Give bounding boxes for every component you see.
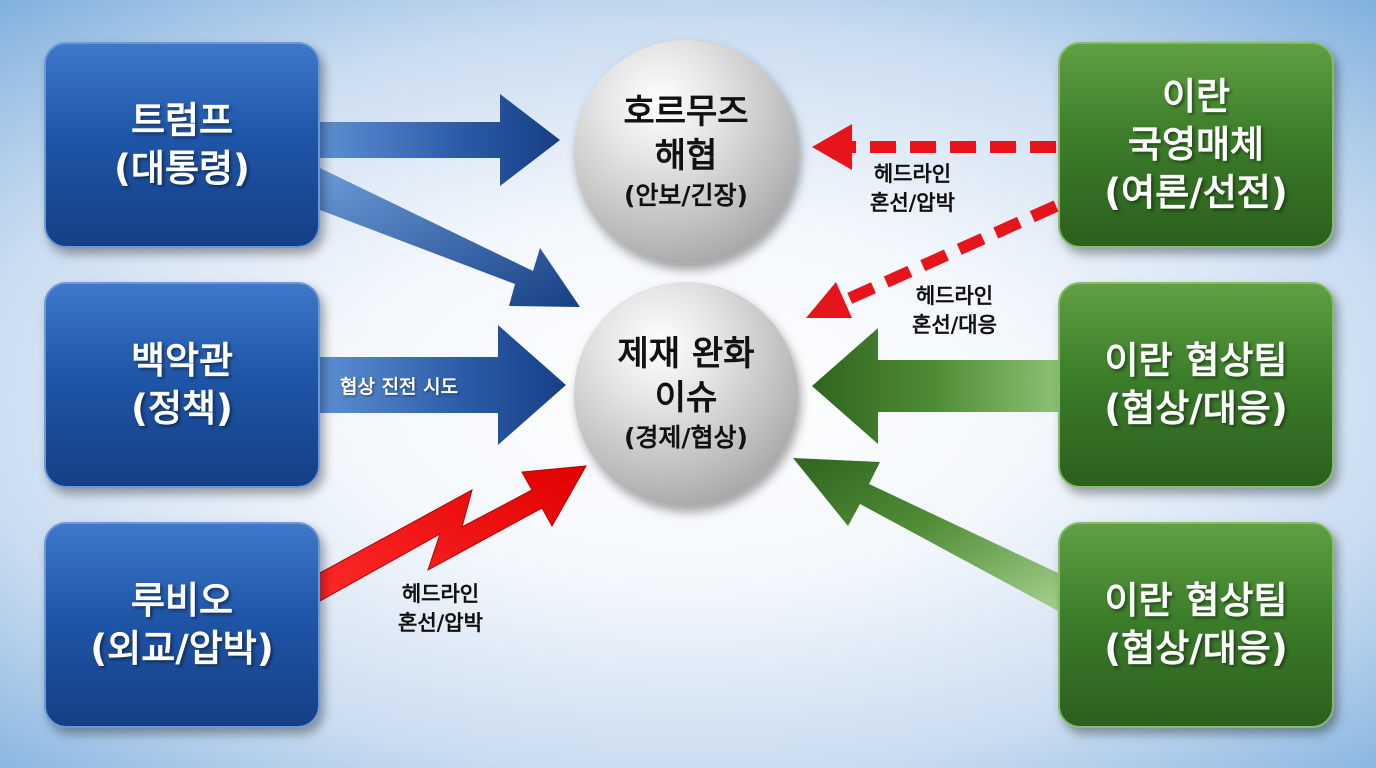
node-iran-state-media-line1: 이란: [1161, 75, 1231, 118]
arrow-iranteam-to-sanctions: [812, 328, 1058, 444]
node-iran-negotiation-team-2: 이란 협상팀 (협상/대응): [1058, 522, 1334, 728]
node-rubio: 루비오 (외교/압박): [44, 522, 320, 728]
hub-hormuz-title-2: 해협: [654, 136, 718, 176]
node-whitehouse-role: (정책): [131, 387, 233, 430]
node-rubio-role: (외교/압박): [90, 627, 274, 670]
node-trump: 트럼프 (대통령): [44, 42, 320, 248]
arrow-media-to-hormuz-head: [812, 124, 852, 170]
hub-hormuz-sub: (안보/긴장): [624, 181, 748, 210]
edge-label-rubio-to-sanctions-line2: 혼선/압박: [398, 611, 483, 635]
arrow-media-to-sanctions-head: [806, 282, 852, 318]
node-whitehouse: 백악관 (정책): [44, 282, 320, 488]
node-iran-negotiation-team-2-name: 이란 협상팀: [1104, 579, 1288, 622]
hub-sanctions-sub: (경제/협상): [624, 423, 748, 452]
edge-label-media-to-hormuz: 헤드라인 혼선/압박: [870, 160, 955, 218]
node-trump-role: (대통령): [114, 147, 250, 190]
node-whitehouse-name: 백악관: [130, 339, 234, 382]
node-iran-state-media-line2: 국영매체: [1127, 123, 1265, 166]
edge-label-media-to-sanctions-line1: 헤드라인: [915, 284, 994, 308]
edge-label-rubio-to-sanctions-line1: 헤드라인: [401, 582, 480, 606]
hub-sanctions-title-2: 이슈: [654, 378, 718, 418]
arrow-whitehouse-to-sanctions: [320, 325, 566, 445]
node-iran-state-media-role: (여론/선전): [1104, 171, 1288, 214]
hub-sanctions-relief: 제재 완화 이슈 (경제/협상): [574, 282, 798, 506]
node-iran-negotiation-team-role: (협상/대응): [1104, 387, 1288, 430]
node-iran-negotiation-team-name: 이란 협상팀: [1104, 339, 1288, 382]
edge-label-rubio-to-sanctions: 헤드라인 혼선/압박: [398, 580, 483, 638]
edge-label-whitehouse-to-sanctions: 협상 진전 시도: [340, 376, 459, 398]
edge-label-media-to-sanctions: 헤드라인 혼선/대응: [912, 282, 997, 340]
edge-label-media-to-hormuz-line2: 혼선/압박: [870, 191, 955, 215]
edge-label-media-to-hormuz-line1: 헤드라인: [873, 162, 952, 186]
hub-hormuz-strait: 호르무즈 해협 (안보/긴장): [574, 40, 798, 264]
node-iran-negotiation-team: 이란 협상팀 (협상/대응): [1058, 282, 1334, 488]
arrow-trump-to-sanctions: [320, 168, 580, 307]
arrow-trump-to-hormuz: [320, 94, 560, 186]
node-trump-name: 트럼프: [130, 99, 234, 142]
arrow-iranteam2-to-sanctions: [793, 458, 1060, 612]
arrow-rubio-to-sanctions-bolt: [317, 465, 587, 603]
node-rubio-name: 루비오: [130, 579, 234, 622]
node-iran-state-media: 이란 국영매체 (여론/선전): [1058, 42, 1334, 248]
edge-label-media-to-sanctions-line2: 혼선/대응: [912, 313, 997, 337]
hub-sanctions-title-1: 제재 완화: [617, 334, 755, 374]
node-iran-negotiation-team-2-role: (협상/대응): [1104, 627, 1288, 670]
hub-hormuz-title-1: 호르무즈: [623, 92, 749, 132]
